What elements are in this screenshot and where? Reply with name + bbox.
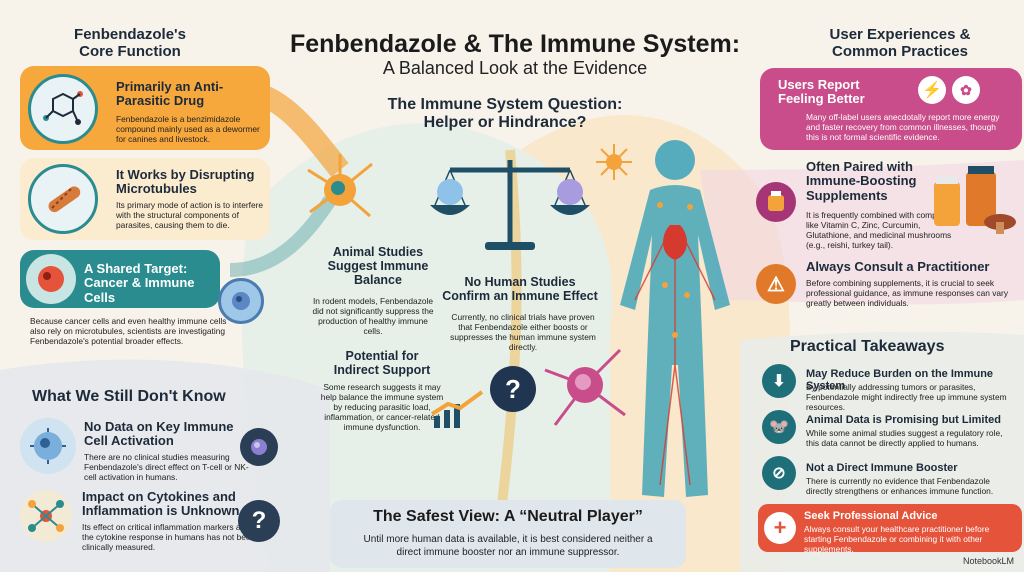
- unknown-question-icon: ?: [238, 500, 280, 542]
- item-title: Animal Data is Promising but Limited: [806, 414, 1001, 426]
- card-users-report: Users Report Feeling Better ⚡ ✿ Many off…: [760, 68, 1022, 150]
- card-text: Its primary mode of action is to interfe…: [116, 200, 264, 231]
- microtubule-icon: [28, 164, 98, 234]
- immune-cell-icon: [218, 278, 264, 324]
- card-text: Because cancer cells and even healthy im…: [30, 316, 227, 347]
- animal-studies-text: In rodent models, Fenbendazole did not s…: [312, 296, 434, 337]
- supplement-bottles-icon: [934, 166, 1016, 234]
- card-antiparasitic: Primarily an Anti-Parasitic Drug Fenbend…: [20, 66, 270, 150]
- card-text: Before combining supplements, it is cruc…: [806, 278, 1009, 309]
- energy-bolt-icon: ⚡: [918, 76, 946, 104]
- question-mark-icon: ?: [490, 366, 536, 412]
- human-studies-text: Currently, no clinical trials have prove…: [450, 312, 596, 353]
- card-microtubules: It Works by Disrupting Microtubules Its …: [20, 158, 270, 240]
- lab-mouse-icon: 🐭: [762, 410, 796, 444]
- safest-view-title: The Safest View: A “Neutral Player”: [373, 508, 643, 525]
- human-body-icon: [620, 140, 730, 497]
- notebooklm-brand: NotebookLM: [962, 556, 1014, 566]
- rising-chart-icon: [430, 390, 484, 428]
- molecule-icon: [28, 74, 98, 144]
- user-experiences-heading: User Experiences & Common Practices: [829, 26, 971, 60]
- animal-studies-title: Animal Studies Suggest Immune Balance: [327, 245, 429, 287]
- card-title: Users Report Feeling Better: [778, 77, 865, 107]
- item-text: There is currently no evidence that Fenb…: [806, 476, 994, 497]
- card-title: It Works by Disrupting Microtubules: [116, 167, 255, 197]
- balance-scale-icon: [430, 160, 590, 250]
- card-text: Fenbendazole is a benzimidazole compound…: [116, 114, 260, 145]
- medical-cross-icon: +: [764, 512, 796, 544]
- card-title: Seek Professional Advice: [804, 510, 938, 522]
- item-title: No Data on Key Immune Cell Activation: [84, 419, 234, 449]
- warning-icon: ⚠: [756, 264, 796, 304]
- card-title: Primarily an Anti-Parasitic Drug: [116, 79, 224, 109]
- indirect-support-title: Potential for Indirect Support: [333, 349, 431, 377]
- germ-icon: [596, 144, 632, 180]
- indirect-support-text: Some research suggests it may help balan…: [320, 382, 444, 433]
- cancer-cell-icon: [26, 254, 76, 304]
- human-studies-title: No Human Studies Confirm an Immune Effec…: [442, 275, 598, 303]
- page-title: Fenbendazole & The Immune System:: [289, 30, 741, 58]
- immune-cell-neuron-icon: [307, 154, 373, 218]
- practical-takeaways-heading: Practical Takeaways: [790, 338, 945, 355]
- immune-cell-activation-icon: [20, 418, 76, 474]
- supplement-pills-icon: [756, 182, 796, 222]
- item-text: Its effect on critical inflammation mark…: [82, 522, 256, 553]
- item-title: May Reduce Burden on the Immune System: [806, 368, 994, 393]
- still-dont-know-heading: What We Still Don't Know: [32, 388, 226, 405]
- card-seek-advice: + Seek Professional Advice Always consul…: [758, 504, 1022, 555]
- microscope-cell-icon: [240, 428, 278, 466]
- card-title: A Shared Target: Cancer & Immune Cells: [84, 261, 195, 305]
- card-shared-target: A Shared Target: Cancer & Immune Cells: [20, 250, 220, 308]
- item-title: Not a Direct Immune Booster: [806, 462, 958, 474]
- no-symbol-icon: ⊘: [762, 456, 796, 490]
- item-text: While some animal studies suggest a regu…: [806, 428, 1003, 449]
- item-text: There are no clinical studies measuring …: [84, 452, 249, 483]
- page-subtitle: A Balanced Look at the Evidence: [382, 58, 648, 78]
- download-tray-icon: ⬇: [762, 364, 796, 398]
- core-function-heading: Fenbendazole's Core Function: [74, 26, 186, 60]
- card-text: Always consult your healthcare practitio…: [804, 524, 990, 555]
- immune-cell-icon: [544, 348, 626, 426]
- item-title: Impact on Cytokines and Inflammation is …: [82, 489, 240, 519]
- safest-view-banner: The Safest View: A “Neutral Player” Unti…: [330, 500, 686, 568]
- card-text: Many off-label users anecdotally report …: [806, 112, 1000, 143]
- immune-question-heading: The Immune System Question: Helper or Hi…: [387, 96, 623, 131]
- cytokine-network-icon: [20, 490, 72, 542]
- card-title: Often Paired with Immune-Boosting Supple…: [806, 159, 917, 203]
- safest-view-text: Until more human data is available, it i…: [363, 534, 653, 558]
- card-text: It is frequently combined with compounds…: [806, 210, 960, 251]
- card-title: Always Consult a Practitioner: [806, 259, 990, 274]
- item-text: By potentially addressing tumors or para…: [806, 382, 1007, 413]
- brain-icon: ✿: [952, 76, 980, 104]
